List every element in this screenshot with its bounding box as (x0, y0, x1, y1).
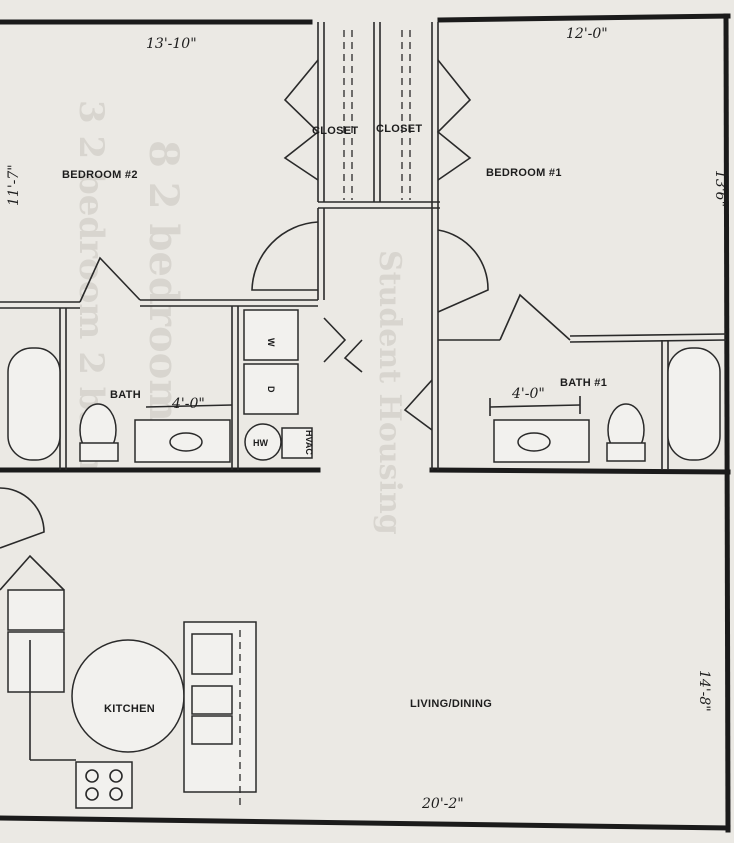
closet-left-label: CLOSET (312, 125, 358, 137)
bath-right-width-dim: 4'-0" (511, 386, 545, 402)
closets (283, 22, 472, 202)
laundry-closet (243, 309, 313, 461)
kitchen-fixtures (0, 554, 257, 809)
bath-right-fixtures (493, 347, 721, 463)
door-swings (0, 221, 571, 549)
svg-text:8 2 bedroom: 8 2 bedroom (140, 140, 187, 422)
bath-right-label: BATH #1 (560, 377, 607, 389)
closet-right-label: CLOSET (376, 123, 422, 135)
svg-text:Student Housing: Student Housing (372, 250, 407, 535)
bath-left-width-dim: 4'-0" (171, 396, 205, 412)
exterior-walls (0, 13, 731, 833)
living-dining-label: LIVING/DINING (410, 698, 492, 710)
kitchen-label: KITCHEN (104, 703, 155, 715)
living-width-dim: 20'-2" (421, 796, 464, 812)
hvac-label: HVAC (304, 430, 314, 455)
bath-dimension-lines (145, 396, 581, 416)
bedroom1-depth-dim: 13'6" (712, 170, 728, 207)
bedroom2-depth-dim: 11'-7" (6, 164, 22, 206)
washer-label: W (266, 338, 276, 347)
dryer-label: D (266, 386, 276, 393)
background-bleed-text: 8 2 bedroom 3 2 bedroom 2 bath Student H… (71, 100, 407, 535)
bedroom2-label: BEDROOM #2 (62, 169, 138, 181)
bedroom1-label: BEDROOM #1 (486, 167, 562, 179)
bedroom2-width-dim: 13'-10" (146, 36, 197, 52)
living-depth-dim: 14'-8" (696, 670, 712, 712)
bath-left-fixtures (7, 347, 231, 463)
water-heater-label: HW (253, 438, 268, 448)
bedroom1-width-dim: 12'-0" (566, 26, 608, 42)
bath-left-label: BATH (110, 389, 141, 401)
